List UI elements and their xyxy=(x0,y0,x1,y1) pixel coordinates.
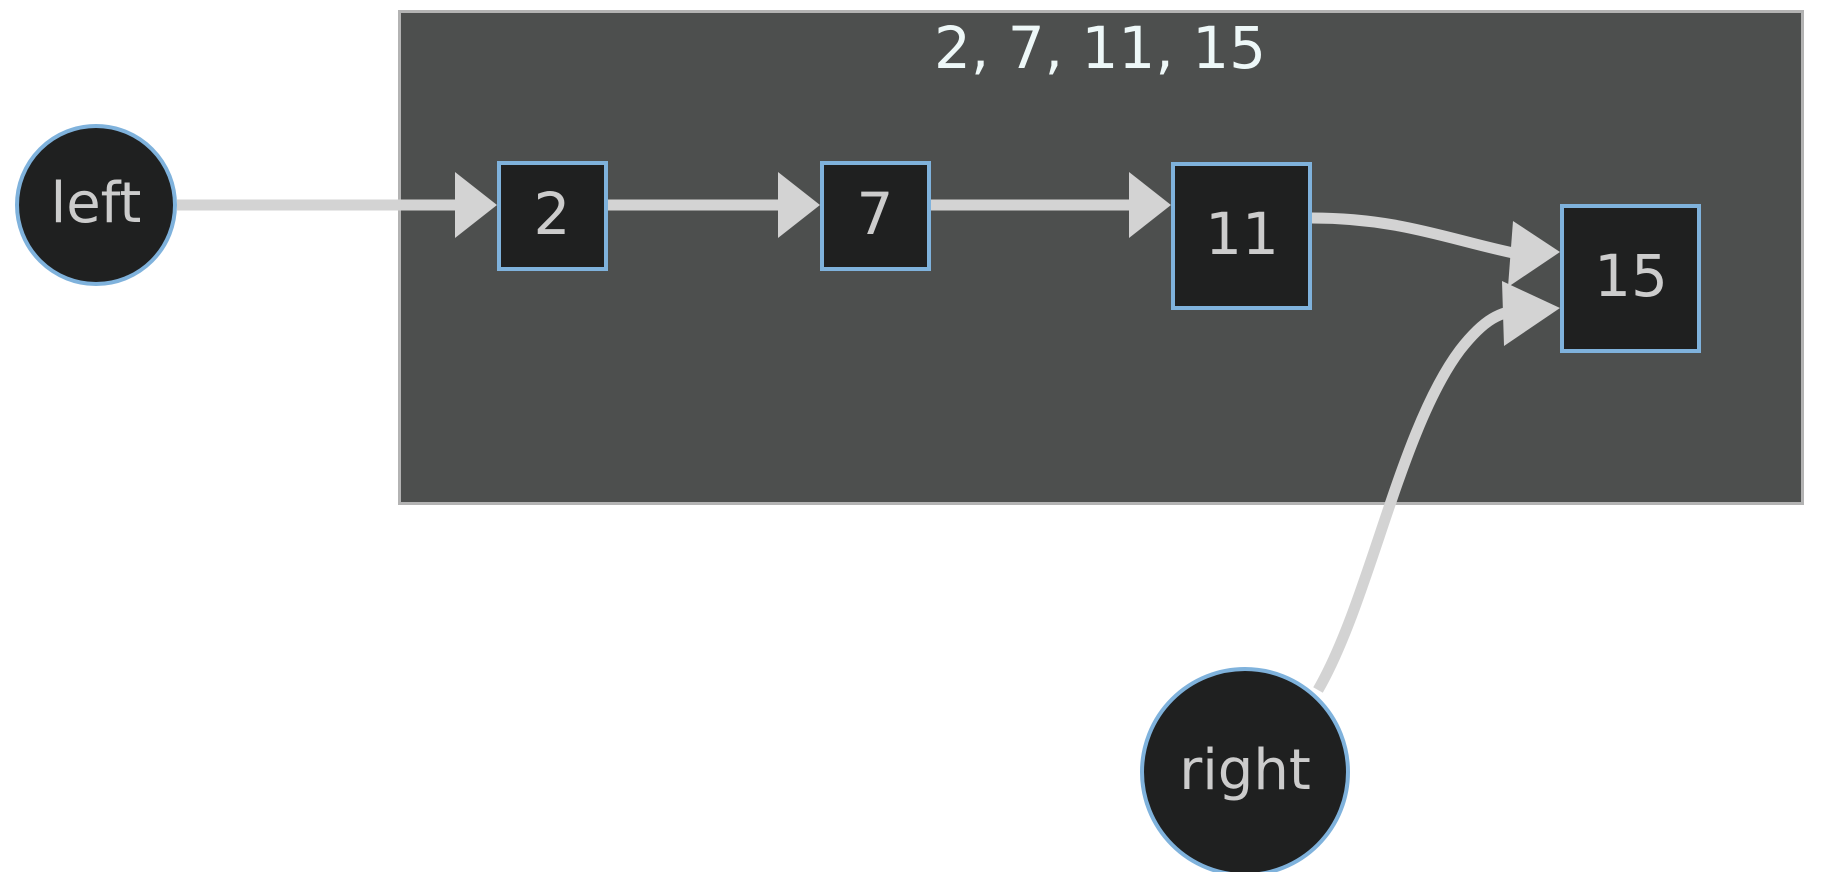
node-7-label: 7 xyxy=(857,180,894,248)
arrowhead-2-7 xyxy=(778,172,820,238)
nodes-group: left 2 7 11 15 xyxy=(15,124,1701,872)
node-right-shape[interactable] xyxy=(1140,667,1350,872)
node-right-label: right xyxy=(1179,738,1311,803)
arrowhead-11-15 xyxy=(1508,221,1560,287)
edge-path-11-15 xyxy=(1311,212,1520,260)
node-left[interactable]: left xyxy=(15,124,177,286)
edge-left-to-2 xyxy=(177,172,497,238)
cluster-title: 2, 7, 11, 15 xyxy=(934,14,1266,82)
arrowhead-7-11 xyxy=(1129,172,1171,238)
arrowhead-left-2 xyxy=(455,172,497,238)
node-7[interactable]: 7 xyxy=(820,161,931,271)
edge-right-to-15 xyxy=(1313,281,1560,693)
edges-group xyxy=(177,172,1560,693)
edge-7-to-11 xyxy=(931,172,1171,238)
node-right[interactable]: right xyxy=(1140,667,1350,872)
node-2-label: 2 xyxy=(534,180,571,248)
edge-11-to-15 xyxy=(1311,212,1560,287)
node-2[interactable]: 2 xyxy=(497,161,608,271)
node-15[interactable]: 15 xyxy=(1560,204,1701,353)
edge-2-to-7 xyxy=(608,172,820,238)
node-11[interactable]: 11 xyxy=(1171,162,1312,310)
edge-path-right-15 xyxy=(1313,303,1525,693)
node-15-shape[interactable] xyxy=(1560,204,1701,353)
node-11-shape[interactable] xyxy=(1171,162,1312,310)
node-left-shape[interactable] xyxy=(15,124,177,286)
node-11-label: 11 xyxy=(1205,200,1279,268)
node-left-label: left xyxy=(51,171,142,236)
arrowhead-right-15 xyxy=(1502,281,1560,346)
node-15-label: 15 xyxy=(1594,242,1668,310)
node-7-shape[interactable] xyxy=(820,161,931,271)
node-2-shape[interactable] xyxy=(497,161,608,271)
